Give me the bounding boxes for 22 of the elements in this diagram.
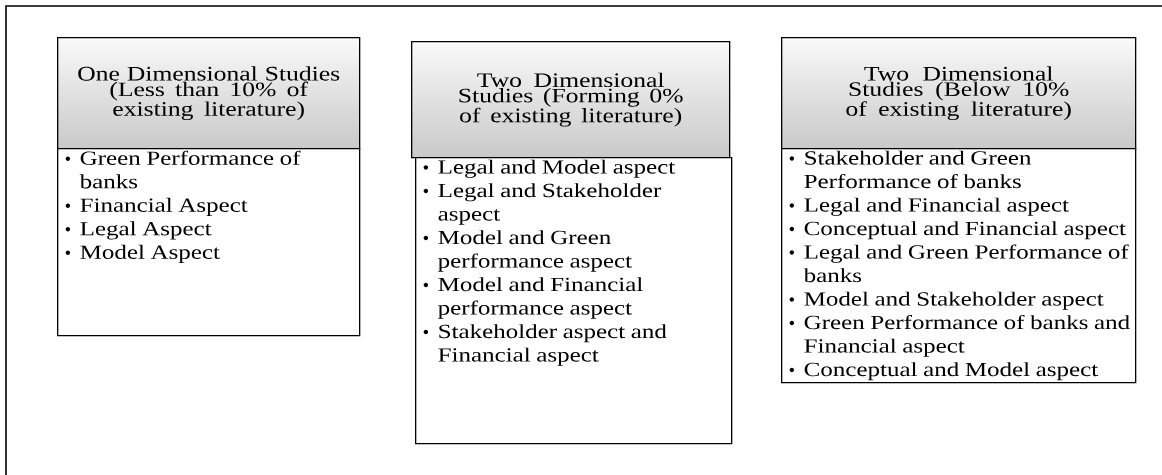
header-box: Two Dimensional Studies (Forming 0% of existing literature) <box>411 41 731 159</box>
bullet-item: Green Performance of banks <box>65 150 301 189</box>
bullet-item: Model Aspect <box>65 244 220 263</box>
bullet-item: Stakeholder and Green Performance of banks <box>789 150 1032 189</box>
bullet-item: Legal and Financial aspect <box>789 197 1069 216</box>
list-box <box>57 148 361 337</box>
bullet-item: Legal and Model aspect <box>423 159 676 178</box>
bullet-item: Model and Green performance aspect <box>423 230 632 272</box>
bullet-item: Model and Financial performance aspect <box>423 277 643 319</box>
bullet-item: Financial Aspect <box>65 197 248 216</box>
bullet-item: Conceptual and Financial aspect <box>789 221 1126 240</box>
bullet-item: Legal and Green Performance of banks <box>789 244 1129 283</box>
bullet-item: Conceptual and Model aspect <box>789 362 1098 381</box>
bullet-item: Legal and Stakeholder aspect <box>423 183 662 225</box>
list-box <box>415 157 733 445</box>
list-box <box>781 148 1137 384</box>
header-box: One Dimensional Studies (Less than 10% of existing literature) <box>57 37 361 150</box>
header-box: Two Dimensional Studies (Below 10% of existing literature) <box>781 37 1137 150</box>
bullet-item: Stakeholder aspect and Financial aspect <box>423 324 667 366</box>
bullet-item: Green Performance of banks and Financial aspect <box>789 314 1130 357</box>
bullet-item: Model and Stakeholder aspect <box>789 291 1104 310</box>
bullet-item: Legal Aspect <box>65 221 212 240</box>
